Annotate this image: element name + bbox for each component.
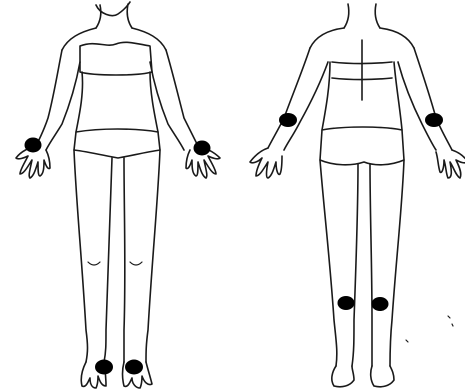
back-hand-right: [436, 150, 465, 178]
front-leg-left: [74, 150, 112, 362]
stray-marks: [406, 316, 453, 342]
back-arm-right-outer: [414, 48, 452, 150]
marker-back-left-elbow: [279, 113, 297, 127]
front-view-figure: [16, 2, 220, 388]
marker-front-left-wrist: [194, 141, 211, 156]
marker-back-right-elbow: [425, 113, 443, 127]
front-knee-lines: [88, 262, 142, 265]
marker-back-right-knee: [372, 297, 389, 311]
back-view-figure: [250, 4, 465, 387]
back-briefs: [320, 127, 404, 165]
back-arm-left-outer: [268, 48, 310, 148]
front-neck-right: [127, 4, 132, 28]
front-arm-right-outer: [166, 50, 198, 146]
back-hand-left: [250, 148, 282, 178]
back-neck-right: [375, 4, 380, 28]
marker-front-left-foot: [125, 360, 143, 375]
front-arm-right-inner: [150, 62, 184, 150]
marker-front-right-foot: [95, 360, 113, 375]
back-neck-left: [344, 4, 349, 28]
back-leg-right: [370, 160, 404, 366]
front-torso: [76, 72, 158, 132]
back-arm-right-inner: [398, 62, 436, 150]
front-bra: [80, 42, 152, 75]
back-markers: [279, 113, 443, 311]
back-leg-left: [320, 160, 358, 366]
front-markers: [25, 138, 211, 375]
marker-front-right-wrist: [25, 138, 42, 153]
front-briefs: [74, 129, 160, 158]
front-leg-right: [124, 150, 160, 362]
back-foot-left: [332, 366, 354, 387]
back-foot-right: [371, 366, 394, 387]
marker-back-left-knee: [338, 296, 355, 310]
